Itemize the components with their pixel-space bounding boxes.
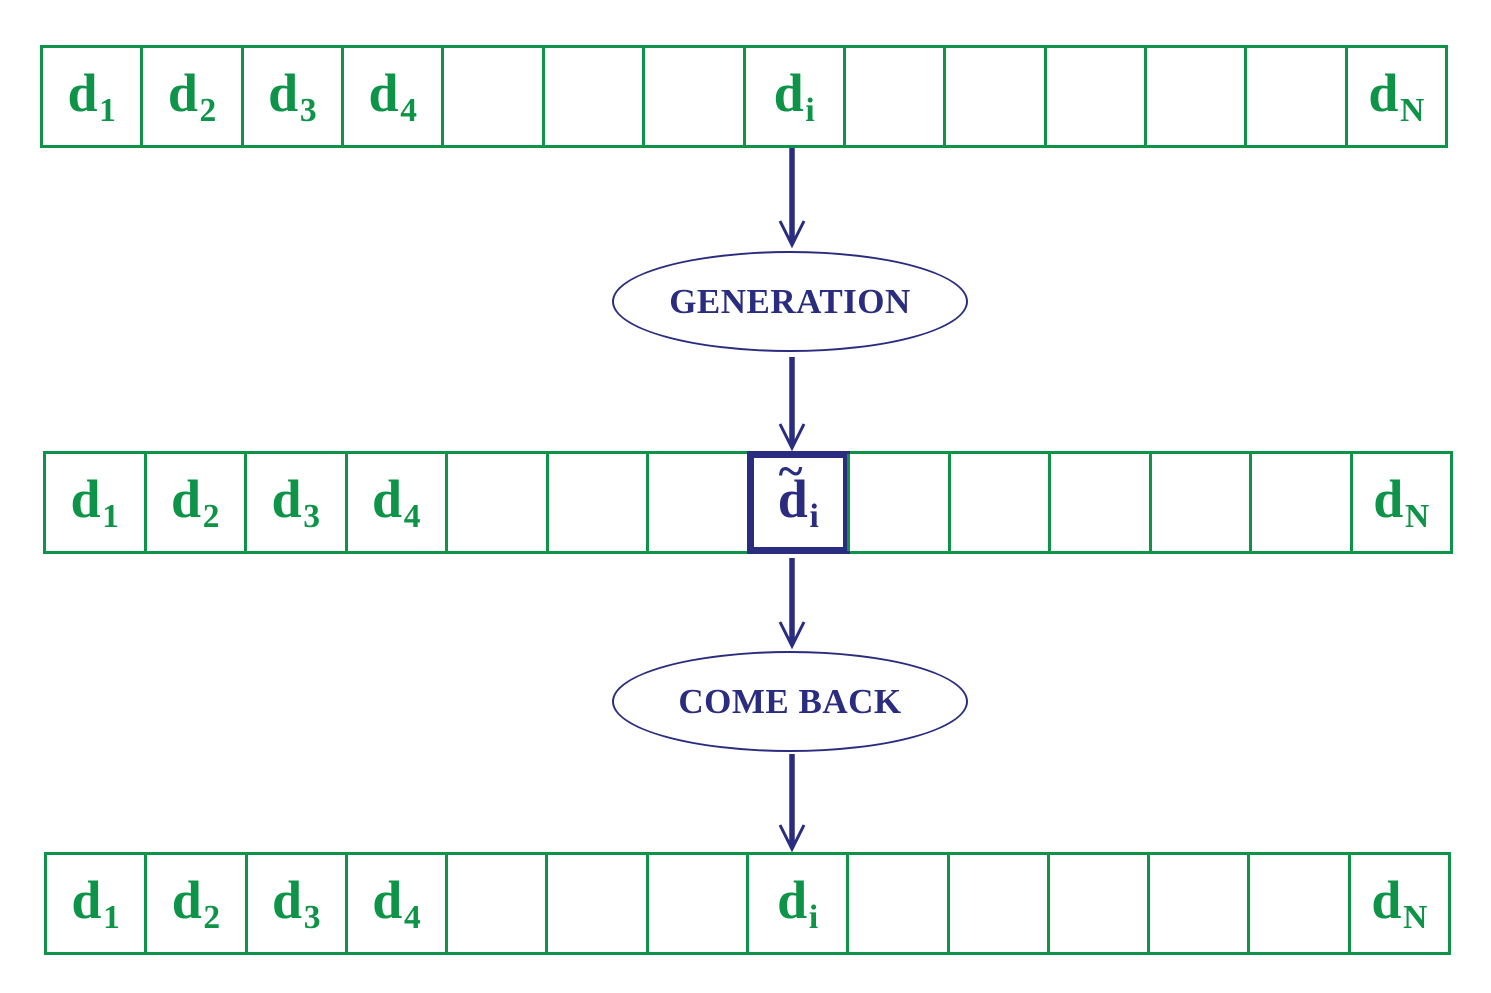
cell-label: di bbox=[773, 62, 815, 130]
come-back-node: COME BACK bbox=[612, 651, 968, 752]
cell-subscript: i bbox=[808, 899, 819, 937]
cell-empty bbox=[947, 454, 1049, 551]
arrow-middle-to-comeback bbox=[778, 558, 806, 650]
cell-empty bbox=[1147, 855, 1247, 952]
cell-label: d2 bbox=[171, 869, 221, 937]
cell-empty bbox=[445, 855, 545, 952]
cell-label: d1 bbox=[71, 869, 120, 937]
cell-subscript: 1 bbox=[99, 92, 116, 130]
cell-label: ~di bbox=[777, 444, 819, 536]
come-back-label: COME BACK bbox=[678, 681, 902, 721]
cell-subscript: 3 bbox=[303, 899, 321, 937]
cell-label: d2 bbox=[171, 468, 220, 536]
cell-empty bbox=[1247, 855, 1347, 952]
cell-empty bbox=[1244, 48, 1344, 145]
cell-empty bbox=[846, 855, 946, 952]
cell-subscript: 1 bbox=[103, 899, 120, 937]
cell-d-1: d1 bbox=[47, 855, 144, 952]
cell-empty bbox=[645, 855, 746, 952]
cell-empty bbox=[847, 454, 948, 551]
sequence-row-middle: d1 d2 d3 d4 ~di dN bbox=[43, 444, 1453, 554]
cell-subscript: 2 bbox=[203, 899, 221, 937]
cell-subscript: 3 bbox=[303, 498, 320, 536]
cell-empty bbox=[1046, 855, 1147, 952]
cell-empty bbox=[545, 855, 645, 952]
cell-empty bbox=[445, 454, 546, 551]
cell-empty bbox=[646, 454, 747, 551]
cell-empty bbox=[642, 48, 742, 145]
cell-label: dN bbox=[1373, 468, 1430, 536]
cell-d-N: dN bbox=[1347, 855, 1448, 952]
cell-label: d4 bbox=[368, 62, 417, 130]
cell-d-2: d2 bbox=[143, 454, 245, 551]
tilde-mark: ~ bbox=[778, 444, 803, 496]
cell-subscript: 3 bbox=[299, 92, 317, 130]
cell-label: d3 bbox=[271, 869, 321, 937]
cell-d-3: d3 bbox=[244, 454, 345, 551]
cell-label: d3 bbox=[268, 62, 317, 130]
arrow-comeback-to-bottom bbox=[778, 754, 806, 853]
cell-subscript: 2 bbox=[199, 92, 217, 130]
cell-d-N: dN bbox=[1344, 48, 1445, 145]
cell-d-3: d3 bbox=[240, 48, 341, 145]
cell-subscript: i bbox=[809, 498, 819, 536]
cell-label: d2 bbox=[167, 62, 217, 130]
cell-empty bbox=[545, 454, 647, 551]
cell-subscript: N bbox=[1403, 899, 1428, 937]
cell-label: dN bbox=[1368, 62, 1425, 130]
cell-subscript: 4 bbox=[403, 498, 421, 536]
cell-empty bbox=[1148, 454, 1250, 551]
cell-label: dN bbox=[1371, 869, 1428, 937]
cell-d-2: d2 bbox=[140, 48, 240, 145]
cell-subscript: 4 bbox=[403, 899, 421, 937]
cell-empty bbox=[943, 48, 1043, 145]
cell-subscript: 2 bbox=[202, 498, 220, 536]
cell-subscript: 4 bbox=[400, 92, 417, 130]
cell-label: d3 bbox=[271, 468, 320, 536]
cell-label: d4 bbox=[372, 468, 421, 536]
arrow-generation-to-middle bbox=[778, 357, 806, 452]
generation-label: GENERATION bbox=[669, 281, 911, 321]
cell-label: di bbox=[777, 869, 819, 937]
cell-label: d1 bbox=[70, 468, 119, 536]
sequence-row-top: d1 d2 d3 d4 di dN bbox=[40, 45, 1448, 148]
cell-subscript: i bbox=[805, 92, 815, 130]
cell-empty bbox=[842, 48, 943, 145]
cell-empty bbox=[946, 855, 1047, 952]
cell-d-3: d3 bbox=[244, 855, 345, 952]
cell-empty bbox=[541, 48, 642, 145]
cell-d-i: di bbox=[745, 855, 846, 952]
cell-label: d1 bbox=[67, 62, 116, 130]
cell-label: d4 bbox=[372, 869, 421, 937]
cell-d-1: d1 bbox=[46, 454, 144, 551]
cell-d-i: di bbox=[742, 48, 843, 145]
cell-subscript: N bbox=[1405, 498, 1430, 536]
sequence-row-bottom: d1 d2 d3 d4 di dN bbox=[44, 852, 1451, 955]
cell-d-4: d4 bbox=[344, 454, 446, 551]
cell-empty bbox=[1249, 454, 1350, 551]
generation-node: GENERATION bbox=[612, 251, 968, 352]
cell-d-1: d1 bbox=[43, 48, 140, 145]
cell-d-4: d4 bbox=[344, 855, 445, 952]
cell-subscript: N bbox=[1400, 92, 1425, 130]
cell-d-4: d4 bbox=[341, 48, 441, 145]
cell-empty bbox=[1143, 48, 1244, 145]
cell-d-i: ~di bbox=[746, 444, 850, 554]
cell-d-N: dN bbox=[1349, 454, 1451, 551]
cell-d-2: d2 bbox=[144, 855, 244, 952]
cell-empty bbox=[441, 48, 541, 145]
cell-empty bbox=[1043, 48, 1144, 145]
cell-empty bbox=[1048, 454, 1149, 551]
arrow-top-to-generation bbox=[778, 148, 806, 249]
cell-subscript: 1 bbox=[102, 498, 119, 536]
